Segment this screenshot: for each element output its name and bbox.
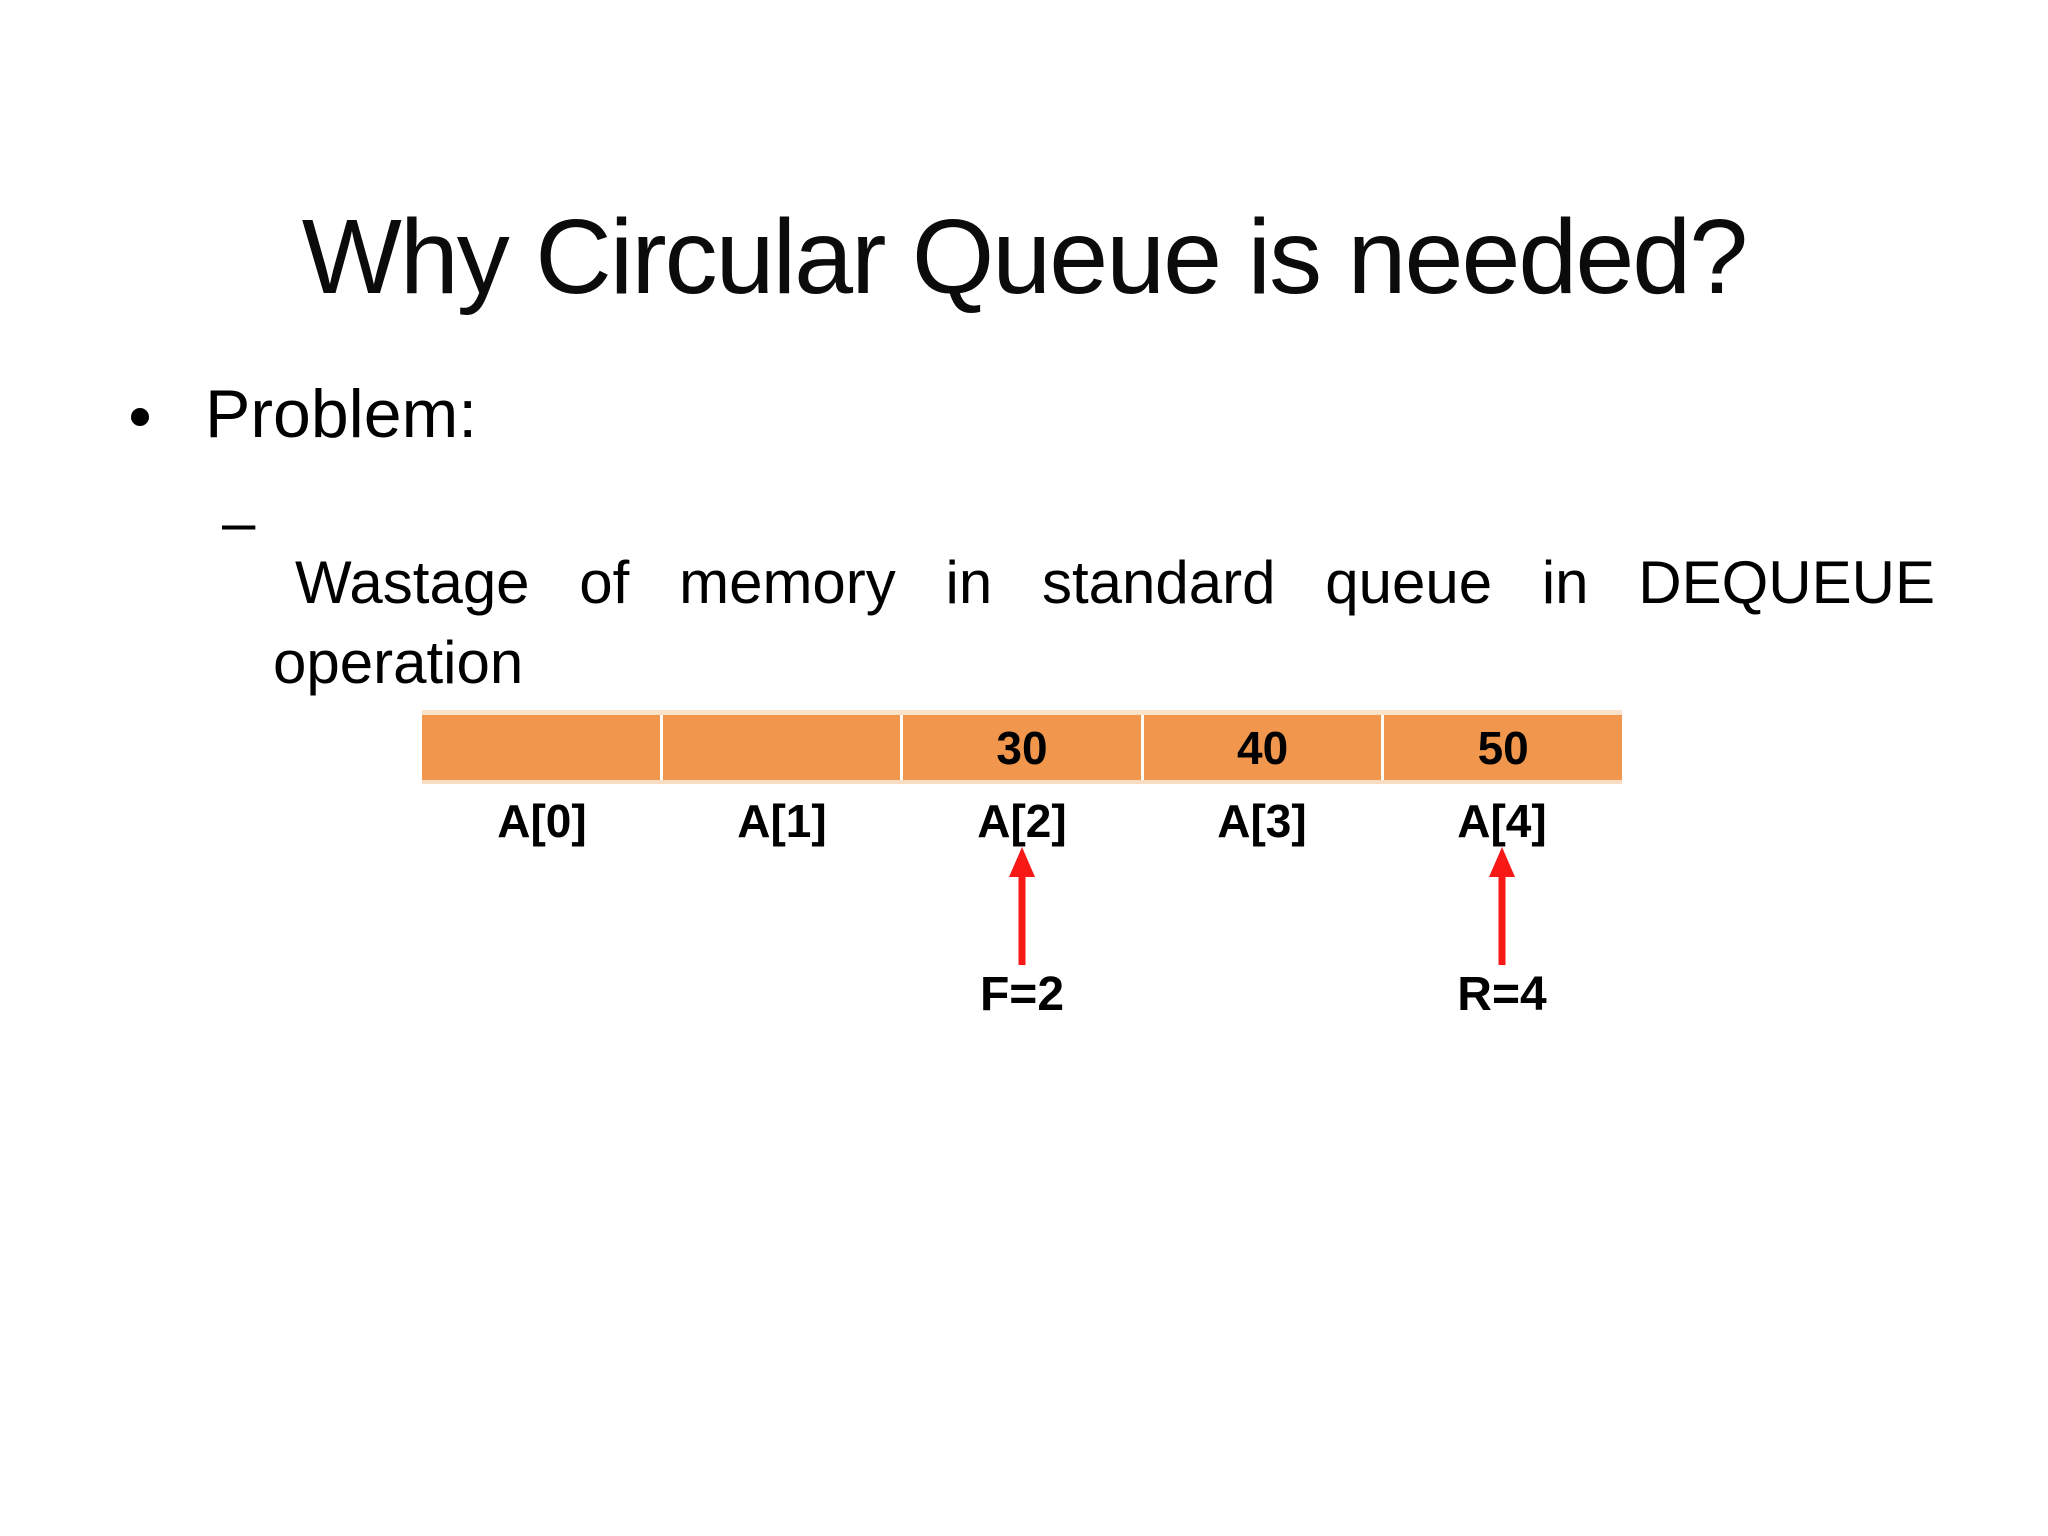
front-pointer: F=2 xyxy=(962,847,1082,1023)
bullet-problem-label: Problem: xyxy=(205,376,478,452)
array-cell xyxy=(422,715,663,780)
array-index-label: A[0] xyxy=(497,795,587,847)
cell-value: 30 xyxy=(996,721,1048,774)
array-index-label: A[1] xyxy=(737,795,827,847)
sub-bullet-text: Wastage of memory in standard queue in D… xyxy=(273,549,1935,696)
sub-bullet-dash-marker: – xyxy=(222,489,256,556)
array-cell: 40 xyxy=(1143,715,1385,780)
pointer-label: F=2 xyxy=(979,968,1065,1021)
array-index-labels: A[0] A[1] A[2] A[3] A[4] xyxy=(422,793,1622,849)
slide-title: Why Circular Queue is needed? xyxy=(301,198,1748,317)
array-index-label: A[2] xyxy=(977,795,1067,847)
array-index-label: A[4] xyxy=(1457,795,1547,847)
bullet-marker xyxy=(131,408,149,426)
queue-array: 30 40 50 xyxy=(422,710,1622,784)
pointer-label: R=4 xyxy=(1457,968,1547,1021)
rear-pointer: R=4 xyxy=(1442,847,1562,1023)
cell-value: 50 xyxy=(1477,721,1529,774)
array-cell: 50 xyxy=(1384,715,1622,780)
up-arrow-icon xyxy=(1009,847,1035,965)
array-index-label: A[3] xyxy=(1217,795,1307,847)
array-cell: 30 xyxy=(903,715,1144,780)
up-arrow-icon xyxy=(1489,847,1515,965)
array-cell xyxy=(662,715,904,780)
cell-value: 40 xyxy=(1236,721,1289,774)
